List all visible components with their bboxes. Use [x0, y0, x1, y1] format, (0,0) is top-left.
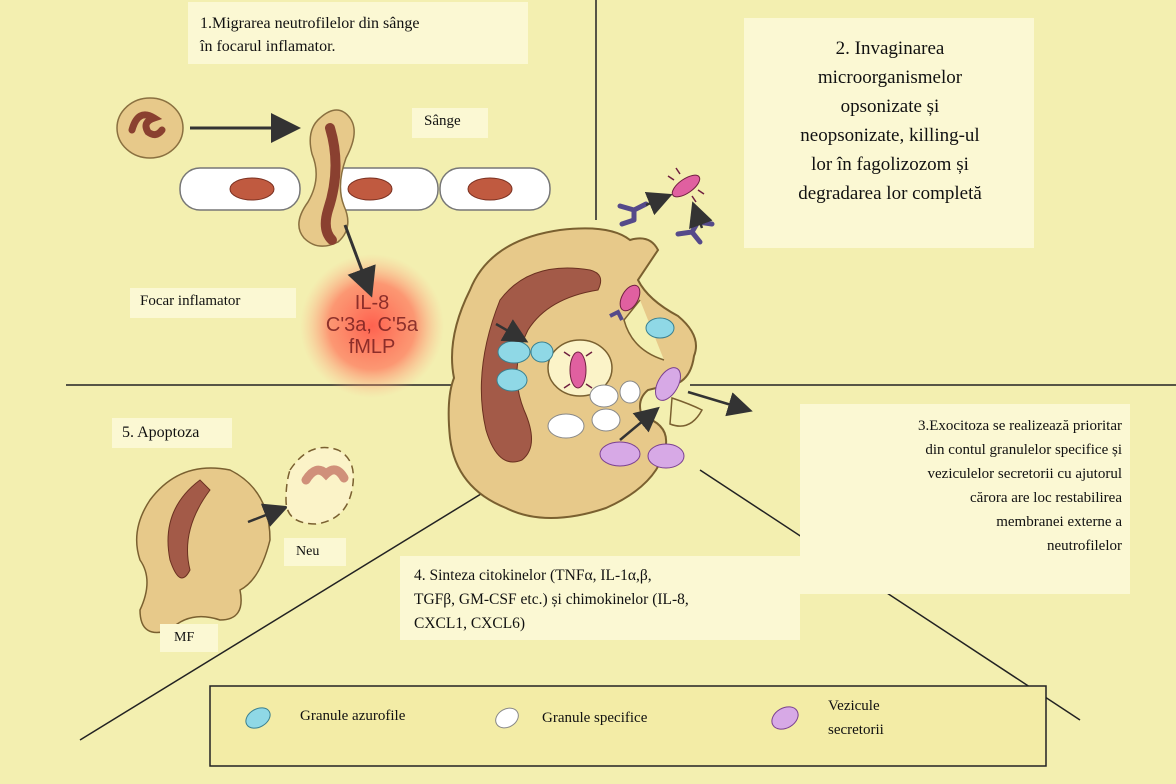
step2-line-6: degradarea lor completă: [750, 179, 1030, 208]
step3-line-5: membranei externe a: [804, 510, 1122, 534]
step1-line-2: în focarul inflamator.: [200, 35, 419, 58]
step3-title: 3.Exocitoza se realizează prioritar din …: [804, 414, 1122, 558]
legend-label-secretory-line-1: Vezicule: [828, 694, 884, 718]
macrophage: [137, 468, 270, 633]
step4-title: 4. Sinteza citokinelor (TNFα, IL-1α,β, T…: [414, 564, 689, 636]
neu-label: Neu: [296, 544, 319, 560]
step1-title: 1.Migrarea neutrofilelor din sânge în fo…: [200, 12, 419, 58]
step2-line-5: lor în fagolizozom și: [750, 150, 1030, 179]
step2-title: 2. Invaginarea microorganismelor opsoniz…: [750, 34, 1030, 208]
endothelial-cells: [180, 168, 550, 210]
step3-line-4: cărora are loc restabilirea: [804, 486, 1122, 510]
chemoattractant-fmlp: fMLP: [312, 336, 432, 358]
step3-line-3: veziculelor secretorii cu ajutorul: [804, 462, 1122, 486]
step2-line-4: neopsonizate, killing-ul: [750, 121, 1030, 150]
focus-label: Focar inflamator: [140, 293, 240, 310]
step2-line-1: 2. Invaginarea: [750, 34, 1030, 63]
step3-line-1: 3.Exocitoza se realizează prioritar: [804, 414, 1122, 438]
central-neutrophil: [449, 228, 748, 518]
legend-label-specific: Granule specifice: [542, 710, 647, 727]
step4-line-2: TGFβ, GM-CSF etc.) și chimokinelor (IL-8…: [414, 588, 689, 612]
step4-line-1: 4. Sinteza citokinelor (TNFα, IL-1α,β,: [414, 564, 689, 588]
apoptotic-neutrophil: [286, 448, 353, 525]
legend-label-secretory: Vezicule secretorii: [828, 694, 884, 742]
step4-line-3: CXCL1, CXCL6): [414, 612, 689, 636]
step5-title: 5. Apoptoza: [122, 424, 199, 442]
step1-line-1: 1.Migrarea neutrofilelor din sânge: [200, 12, 419, 35]
blood-neutrophil: [117, 98, 183, 158]
blood-label: Sânge: [424, 113, 461, 130]
step2-line-2: microorganismelor: [750, 63, 1030, 92]
mf-label: MF: [174, 630, 194, 646]
bacteria-and-antibodies: [620, 168, 712, 242]
legend-label-azurophil: Granule azurofile: [300, 708, 405, 725]
chemoattractant-il8: IL-8: [312, 292, 432, 314]
step3-line-6: neutrofilelor: [804, 534, 1122, 558]
step2-line-3: opsonizate și: [750, 92, 1030, 121]
chemoattractant-complement: C'3a, C'5a: [312, 314, 432, 336]
chemoattractants: IL-8 C'3a, C'5a fMLP: [312, 292, 432, 358]
step3-line-2: din contul granulelor specifice și: [804, 438, 1122, 462]
legend-label-secretory-line-2: secretorii: [828, 718, 884, 742]
